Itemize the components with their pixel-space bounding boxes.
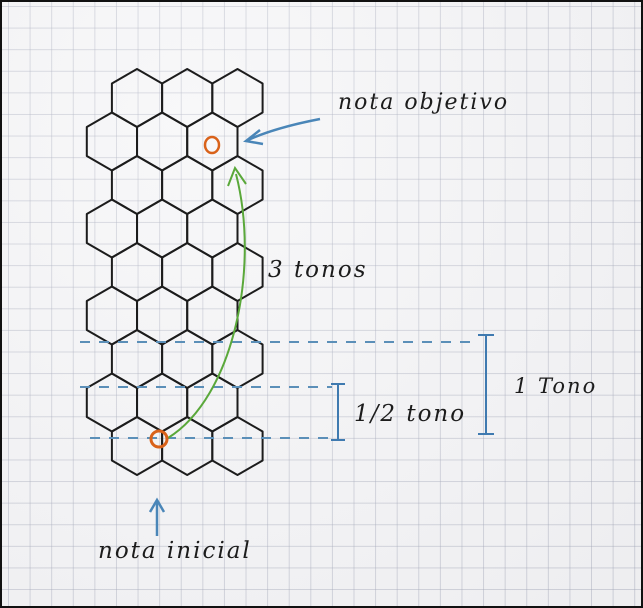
hexagon-cell (110, 329, 164, 389)
hexagon-cell (110, 155, 164, 215)
hexagon-cell (161, 68, 214, 128)
hexagon-cell (211, 329, 264, 389)
initial-note-marker (149, 429, 169, 449)
hexagon-cell (85, 372, 138, 433)
hexagon-cell (211, 155, 264, 215)
hexagon-cell (161, 329, 214, 389)
hexagon-cell (85, 198, 138, 259)
one-tone-bracket (478, 334, 494, 435)
half-tone-bracket (331, 383, 345, 441)
hexagon-cell (110, 242, 164, 302)
hexagon-cell (161, 155, 214, 215)
hexagon-cell (85, 111, 138, 172)
hexagon-cell (136, 372, 189, 433)
hexagon-cell (110, 68, 164, 128)
hexagon-cell (85, 285, 138, 346)
hexagon-grid (85, 68, 264, 476)
target-note-pointer-arrowhead (243, 129, 264, 146)
initial-note-pointer-arrowhead (148, 497, 166, 513)
hexagon-cell (211, 68, 264, 128)
hexagon-cell (136, 111, 189, 172)
hexagon-cell (186, 285, 239, 346)
target-note-pointer-arrow (247, 117, 321, 142)
hexagon-cell (136, 285, 189, 346)
hexagon-cell (186, 111, 239, 172)
three-tones-label: 3 tonos (268, 257, 368, 283)
target-note-label: nota objetivo (338, 90, 510, 115)
three-tones-arrow (167, 173, 246, 439)
one-tone-label: 1 Tono (514, 374, 598, 398)
hexagon-cell (186, 198, 239, 259)
hexagon-cell (211, 242, 264, 302)
half-tone-label: 1/2 tono (354, 401, 467, 427)
initial-note-label: nota inicial (98, 538, 252, 564)
hexagon-cell (136, 198, 189, 259)
hexagon-cell (161, 242, 214, 302)
hexagon-cell (186, 372, 239, 433)
target-note-marker (203, 135, 221, 155)
three-tones-arrowhead (227, 165, 247, 187)
hexagon-cell (161, 416, 214, 476)
hexagon-cell (211, 416, 264, 476)
